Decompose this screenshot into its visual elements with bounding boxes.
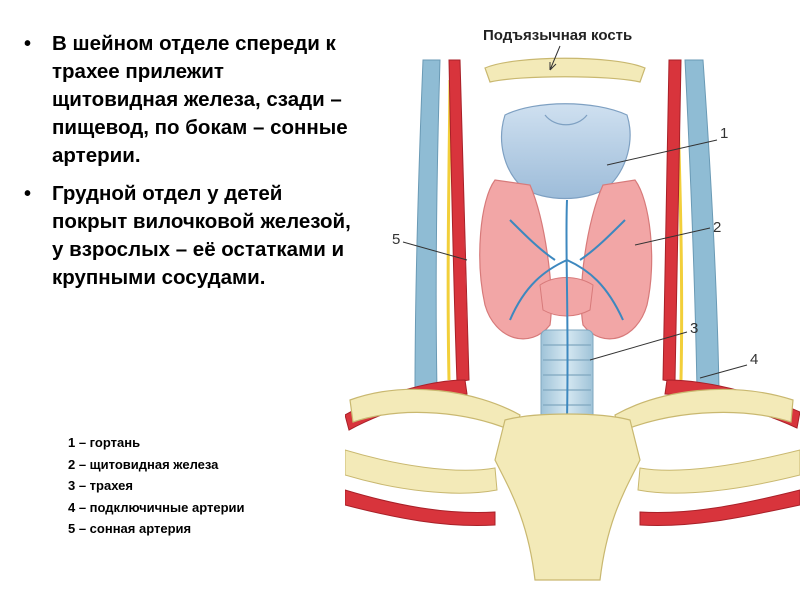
label-hyoid-bone: Подъязычная кость bbox=[483, 27, 632, 44]
anatomy-svg: Подъязычная кость 1 2 3 4 5 bbox=[345, 27, 800, 581]
left-jugular-vein bbox=[414, 59, 441, 393]
bullet-item-1: • В шейном отделе спереди к трахее приле… bbox=[22, 30, 352, 170]
callout-5-line bbox=[402, 241, 468, 261]
callout-5: 5 bbox=[392, 231, 400, 248]
right-carotid-artery bbox=[662, 59, 682, 383]
hyoid-pointer-arrow bbox=[549, 45, 561, 71]
callout-3-line bbox=[589, 331, 688, 361]
hyoid-bone bbox=[484, 57, 646, 83]
legend-item-3: 3 – трахея bbox=[68, 478, 133, 493]
bullet-marker: • bbox=[24, 183, 32, 205]
bullet-list: • В шейном отделе спереди к трахее приле… bbox=[22, 30, 352, 302]
lower-left-rib-artery bbox=[345, 489, 496, 526]
callout-4: 4 bbox=[750, 351, 758, 368]
larynx-notch bbox=[544, 114, 588, 126]
legend-item-2: 2 – щитовидная железа bbox=[68, 456, 219, 472]
left-nerve bbox=[446, 79, 452, 381]
bullet-marker: • bbox=[24, 33, 32, 55]
callout-2: 2 bbox=[713, 219, 721, 236]
thyroid-left-lobe bbox=[479, 179, 552, 340]
callout-1-line bbox=[606, 139, 718, 166]
callout-4-line bbox=[699, 364, 748, 379]
right-clavicle bbox=[614, 388, 794, 433]
legend-item-5: 5 – сонная артерия bbox=[68, 521, 192, 536]
sternum bbox=[494, 413, 641, 581]
callout-3: 3 bbox=[690, 320, 698, 337]
neck-anatomy-illustration: Подъязычная кость 1 2 3 4 5 bbox=[345, 20, 800, 600]
thyroid-veins bbox=[509, 199, 626, 421]
callout-1: 1 bbox=[720, 125, 728, 142]
legend-item-4: 4 – подключичные артерии bbox=[68, 499, 245, 515]
figure-legend: 1 – гортань 2 – щитовидная железа 3 – тр… bbox=[68, 432, 245, 540]
bullet-text-2: Грудной отдел у детей покрыт вилочковой … bbox=[52, 182, 351, 289]
lower-right-rib-artery bbox=[639, 489, 800, 526]
callout-2-line bbox=[634, 227, 711, 246]
bullet-text-1: В шейном отделе спереди к трахее прилежи… bbox=[52, 32, 348, 167]
thyroid-right-lobe bbox=[580, 179, 653, 340]
bullet-item-2: • Грудной отдел у детей покрыт вилочково… bbox=[22, 180, 352, 292]
left-rib bbox=[345, 449, 498, 494]
left-carotid-artery bbox=[448, 59, 470, 383]
right-rib bbox=[637, 449, 800, 494]
legend-item-1: 1 – гортань bbox=[68, 435, 141, 450]
left-clavicle bbox=[349, 388, 521, 433]
